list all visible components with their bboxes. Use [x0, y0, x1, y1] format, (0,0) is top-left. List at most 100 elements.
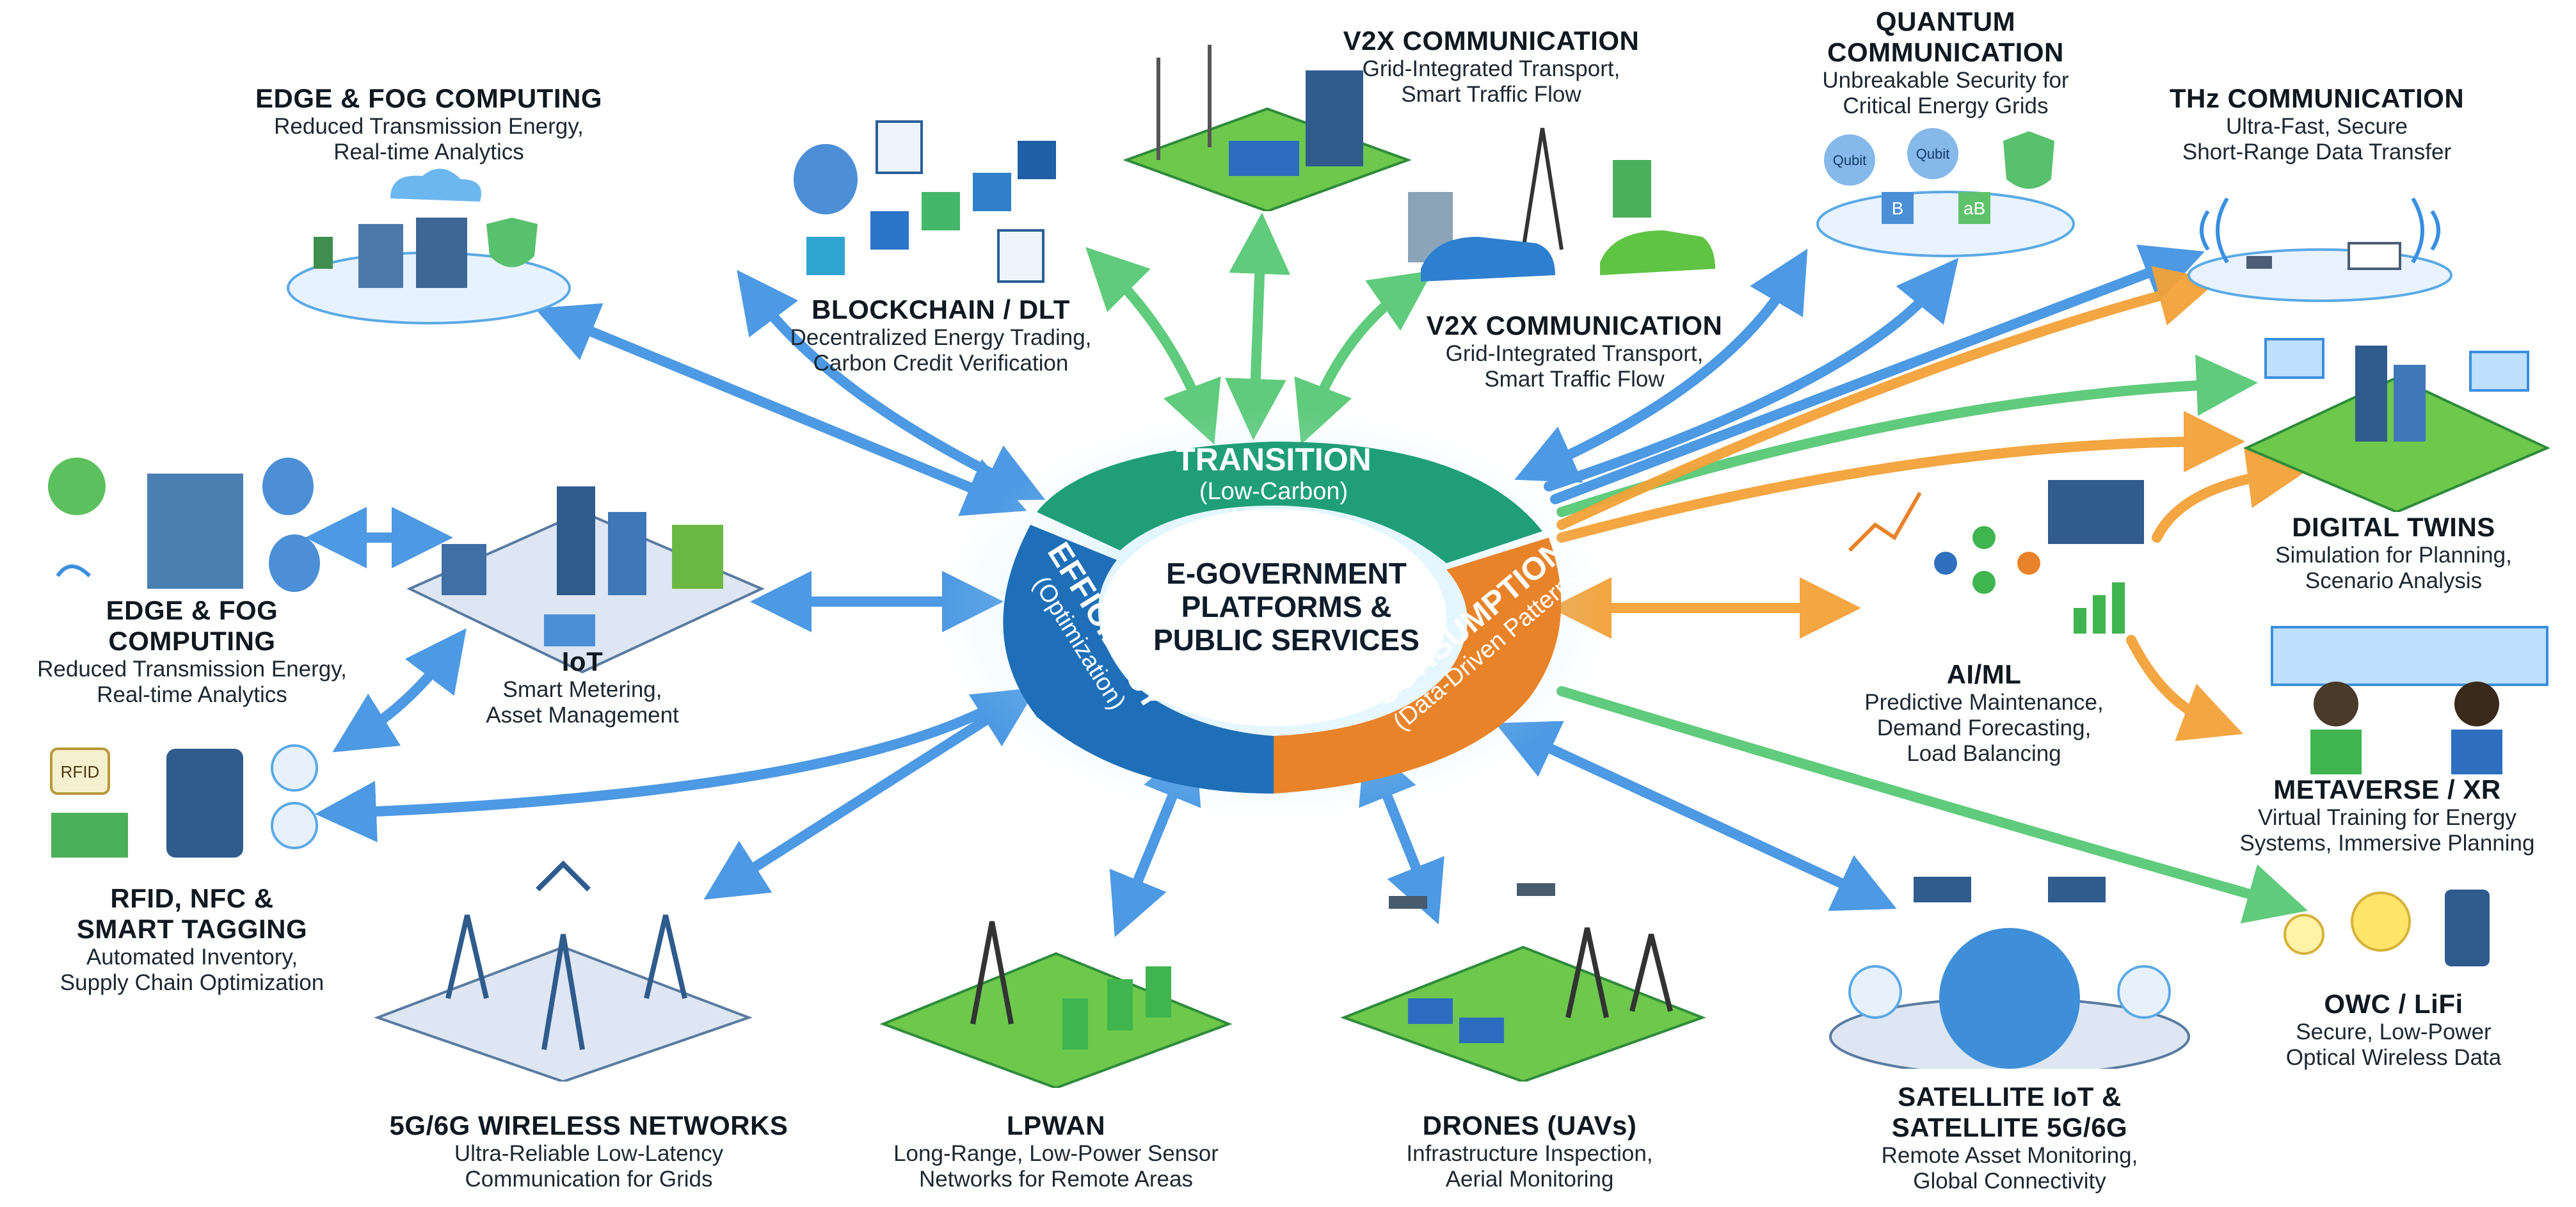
hologram-panel-icon	[2264, 338, 2324, 379]
arrow-blockchain	[737, 269, 1046, 501]
cell-tower-icon	[644, 915, 687, 999]
node-title: QUANTUM	[1875, 6, 2016, 36]
thz-illustration	[2188, 197, 2452, 302]
person-vr-icon	[2454, 682, 2499, 726]
qubit-label: Qubit	[1916, 146, 1950, 162]
node-metaverse: METAVERSE / XR Virtual Training for Ener…	[2202, 774, 2573, 856]
power-tower-icon	[1521, 127, 1544, 250]
node-title: IoT	[561, 646, 604, 676]
lpwan-illustration	[879, 921, 1233, 1088]
bar-chart-icon	[2074, 608, 2086, 634]
arrow-aiml-twins	[2152, 447, 2309, 543]
segment-transition-title: TRANSITION	[1176, 442, 1372, 477]
hub-title-line: PLATFORMS &	[1181, 590, 1392, 623]
server-icon	[147, 474, 243, 589]
wave-icon	[2200, 197, 2229, 264]
node-title: AI/ML	[1946, 659, 2022, 689]
node-title: SATELLITE 5G/6G	[1891, 1112, 2128, 1142]
server-icon	[358, 224, 403, 288]
node-title: LPWAN	[1006, 1110, 1106, 1140]
node-desc: Global Connectivity	[1913, 1169, 2106, 1194]
node-v2x-mid: V2X COMMUNICATION Grid-Integrated Transp…	[1389, 310, 1760, 392]
node-desc: Scenario Analysis	[2305, 568, 2483, 593]
rfid-illustration: RFID	[50, 744, 318, 858]
node-desc: Unbreakable Security for	[1822, 68, 2069, 93]
node-desc: Systems, Immersive Planning	[2239, 831, 2535, 856]
node-desc: Predictive Maintenance,	[1864, 690, 2104, 715]
node-wireless: 5G/6G WIRELESS NETWORKS Ultra-Reliable L…	[358, 1110, 819, 1192]
arrow-digital-twins	[1556, 411, 2245, 543]
node-desc: Simulation for Planning,	[2275, 543, 2512, 568]
node-title: DIGITAL TWINS	[2292, 512, 2495, 542]
node-edge-fog-top: EDGE & FOG COMPUTING Reduced Transmissio…	[211, 83, 646, 165]
building-icon	[2355, 346, 2387, 442]
cart-icon	[271, 744, 318, 792]
node-title: THz COMMUNICATION	[2169, 83, 2465, 113]
node-iot: IoT Smart Metering, Asset Management	[435, 646, 730, 728]
node-rfid: RFID, NFC & SMART TAGGING Automated Inve…	[13, 883, 371, 996]
node-desc: Carbon Credit Verification	[813, 351, 1069, 376]
rfid-tag-icon	[50, 747, 110, 795]
node-desc: Communication for Grids	[465, 1167, 713, 1192]
node-title: RFID, NFC &	[110, 883, 274, 913]
solar-panel-icon	[1408, 998, 1453, 1024]
phone-icon	[166, 749, 243, 858]
antenna-tower-icon	[970, 921, 1014, 1025]
database-icon	[269, 534, 320, 592]
node-desc: Grid-Integrated Transport,	[1362, 56, 1620, 81]
node-desc: Ultra-Reliable Low-Latency	[454, 1141, 724, 1166]
node-title: V2X COMMUNICATION	[1426, 310, 1723, 340]
battery-icon	[1107, 979, 1133, 1030]
node-desc: Secure, Low-Power	[2296, 1019, 2492, 1044]
globe-small-icon	[2117, 965, 2171, 1019]
block-icon	[806, 237, 845, 275]
node-thz: THz COMMUNICATION Ultra-Fast, Secure Sho…	[2112, 83, 2522, 165]
node-desc: Asset Management	[486, 703, 679, 728]
arrow-v2x-top	[1224, 212, 1291, 440]
node-desc: Virtual Training for Energy	[2257, 805, 2516, 830]
power-tower-icon	[1629, 934, 1673, 1012]
battery-icon	[1146, 966, 1171, 1018]
hub-title-line: PUBLIC SERVICES	[1153, 623, 1420, 657]
node-desc: Infrastructure Inspection,	[1406, 1141, 1653, 1166]
neural-network-icon	[1934, 552, 1957, 575]
car-icon	[1600, 230, 1715, 275]
tree-icon	[672, 525, 723, 589]
arrow-quantum	[1544, 257, 1959, 492]
arrow-thz-orange	[1556, 266, 2219, 530]
qubit-icon	[1907, 128, 1958, 179]
cloud-icon	[390, 168, 481, 202]
drone-icon	[1389, 896, 1427, 909]
segment-transition-sub: (Low-Carbon)	[1199, 478, 1348, 505]
database-icon	[262, 458, 314, 515]
qubit-label: Qubit	[1833, 152, 1867, 168]
node-desc: Networks for Remote Areas	[919, 1167, 1193, 1192]
node-edge-fog-left: EDGE & FOG COMPUTING Reduced Transmissio…	[0, 595, 384, 708]
hub-title: E-GOVERNMENT PLATFORMS & PUBLIC SERVICES	[1126, 557, 1446, 657]
node-title: EDGE & FOG COMPUTING	[255, 83, 602, 113]
light-bulb-icon	[2284, 914, 2324, 955]
document-icon	[876, 120, 923, 174]
building-icon	[608, 512, 646, 595]
aiml-illustration	[1848, 480, 2144, 634]
smart-meter-icon	[544, 614, 595, 646]
v2x-mid-illustration	[1408, 127, 1715, 282]
globe-small-icon	[1848, 965, 1902, 1019]
wireless-icon	[56, 564, 92, 578]
light-bulb-icon	[2351, 891, 2411, 952]
node-desc: Real-time Analytics	[97, 682, 287, 707]
satellite-icon	[1914, 877, 1971, 902]
charging-station-icon	[1613, 160, 1651, 218]
satellite-icon	[2048, 877, 2106, 902]
node-desc: Real-time Analytics	[333, 140, 524, 164]
edge-fog-left-illustration	[48, 458, 320, 592]
device-icon	[2246, 256, 2272, 269]
node-title: METAVERSE / XR	[2273, 774, 2501, 804]
node-desc: Supply Chain Optimization	[60, 970, 324, 995]
document-icon	[997, 229, 1044, 283]
line-chart-icon	[1848, 492, 1922, 552]
arrow-thz	[1550, 244, 2205, 504]
node-blockchain: BLOCKCHAIN / DLT Decentralized Energy Tr…	[742, 294, 1139, 376]
